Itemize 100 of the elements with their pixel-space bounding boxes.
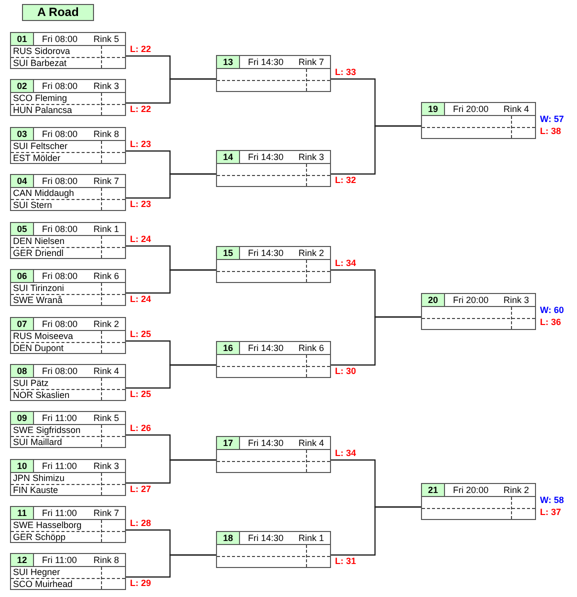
rink-label: Rink 5 [93,33,119,45]
score-note: L: 37 [540,507,562,517]
team-name: SWE Sigfridsson [13,425,81,435]
game-time: Fri 08:00 [42,270,78,282]
game-time: Fri 20:00 [453,103,489,115]
game-time: Fri 14:30 [248,56,284,68]
game-number: 13 [217,56,240,68]
bracket-line [126,78,216,104]
score-note: W: 60 [540,305,564,315]
game-time: Fri 11:00 [42,554,77,566]
score-note: L: 33 [335,67,356,77]
score-note: L: 30 [335,366,356,376]
rink-label: Rink 5 [93,412,119,424]
rink-label: Rink 6 [93,270,119,282]
rink-label: Rink 4 [503,103,529,115]
game-time: Fri 14:30 [248,151,284,163]
team-name: FIN Kauste [13,485,58,495]
game-time: Fri 20:00 [453,294,489,306]
game-number: 14 [217,151,240,163]
rink-label: Rink 4 [298,437,324,449]
game-time: Fri 08:00 [42,223,78,235]
match-box [421,483,536,520]
game-time: Fri 08:00 [42,318,78,330]
team-name: DEN Nielsen [13,236,65,246]
game-number: 07 [11,318,34,330]
score-note: L: 25 [130,329,152,339]
game-number: 04 [11,175,34,187]
score-note: L: 34 [335,448,356,458]
rink-label: Rink 2 [93,318,119,330]
game-time: Fri 20:00 [453,484,489,496]
team-name: GER Schöpp [13,532,66,542]
game-time: Fri 08:00 [42,128,78,140]
score-note: L: 31 [335,556,356,566]
bracket-line [331,316,421,366]
match-box [216,341,331,378]
score-note: L: 29 [130,578,152,588]
team-name: EST Mölder [13,153,60,163]
game-number: 16 [217,342,240,354]
team-name: RUS Sidorova [13,46,70,56]
match-box [10,364,126,401]
match-box [10,32,126,69]
score-note: L: 24 [130,234,152,244]
bracket-line [126,173,216,199]
rink-label: Rink 7 [298,56,324,68]
team-name: SWE Hasselborg [13,520,82,530]
score-note: L: 22 [130,104,152,114]
rink-label: Rink 6 [298,342,324,354]
game-time: Fri 11:00 [42,507,77,519]
game-number: 21 [422,484,445,496]
team-name: SCO Fleming [13,93,68,103]
rink-label: Rink 2 [503,484,529,496]
game-number: 11 [11,507,34,519]
match-box [10,174,126,211]
score-note: L: 36 [540,317,562,327]
score-note: L: 22 [130,44,152,54]
rink-label: Rink 3 [298,151,324,163]
score-note: L: 34 [335,258,356,268]
team-name: SCO Muirhead [13,579,73,589]
match-box [10,222,126,259]
match-box [10,127,126,164]
team-name: NOR Skaslien [13,390,70,400]
team-name: DEN Dupont [13,343,64,353]
title-box: A Road [22,4,94,21]
game-number: 20 [422,294,445,306]
bracket-line [126,554,216,578]
match-box [10,459,126,496]
game-number: 18 [217,532,240,544]
game-time: Fri 11:00 [42,460,77,472]
game-number: 10 [11,460,34,472]
match-box [10,317,126,354]
game-time: Fri 11:00 [42,412,77,424]
bracket-line [331,125,421,175]
bracket-line [331,506,421,556]
game-number: 08 [11,365,34,377]
game-time: Fri 08:00 [42,365,78,377]
rink-label: Rink 4 [93,365,119,377]
match-box [10,506,126,543]
match-box [216,246,331,283]
bracket-line [126,269,216,294]
score-note: L: 27 [130,484,152,494]
game-number: 15 [217,247,240,259]
team-name: SWE Wranå [13,295,62,305]
rink-label: Rink 3 [503,294,529,306]
score-note: L: 24 [130,294,152,304]
bracket-line [126,364,216,389]
game-time: Fri 08:00 [42,33,78,45]
score-note: L: 32 [335,175,356,185]
game-time: Fri 08:00 [42,80,78,92]
game-number: 12 [11,554,34,566]
rink-label: Rink 3 [93,460,119,472]
game-number: 01 [11,33,34,45]
team-name: RUS Moiseeva [13,331,74,341]
game-number: 06 [11,270,34,282]
score-note: W: 58 [540,495,564,505]
team-name: JPN Shimizu [13,473,65,483]
match-box [10,269,126,306]
score-note: L: 23 [130,139,152,149]
game-number: 17 [217,437,240,449]
match-box [10,79,126,116]
rink-label: Rink 7 [93,507,119,519]
